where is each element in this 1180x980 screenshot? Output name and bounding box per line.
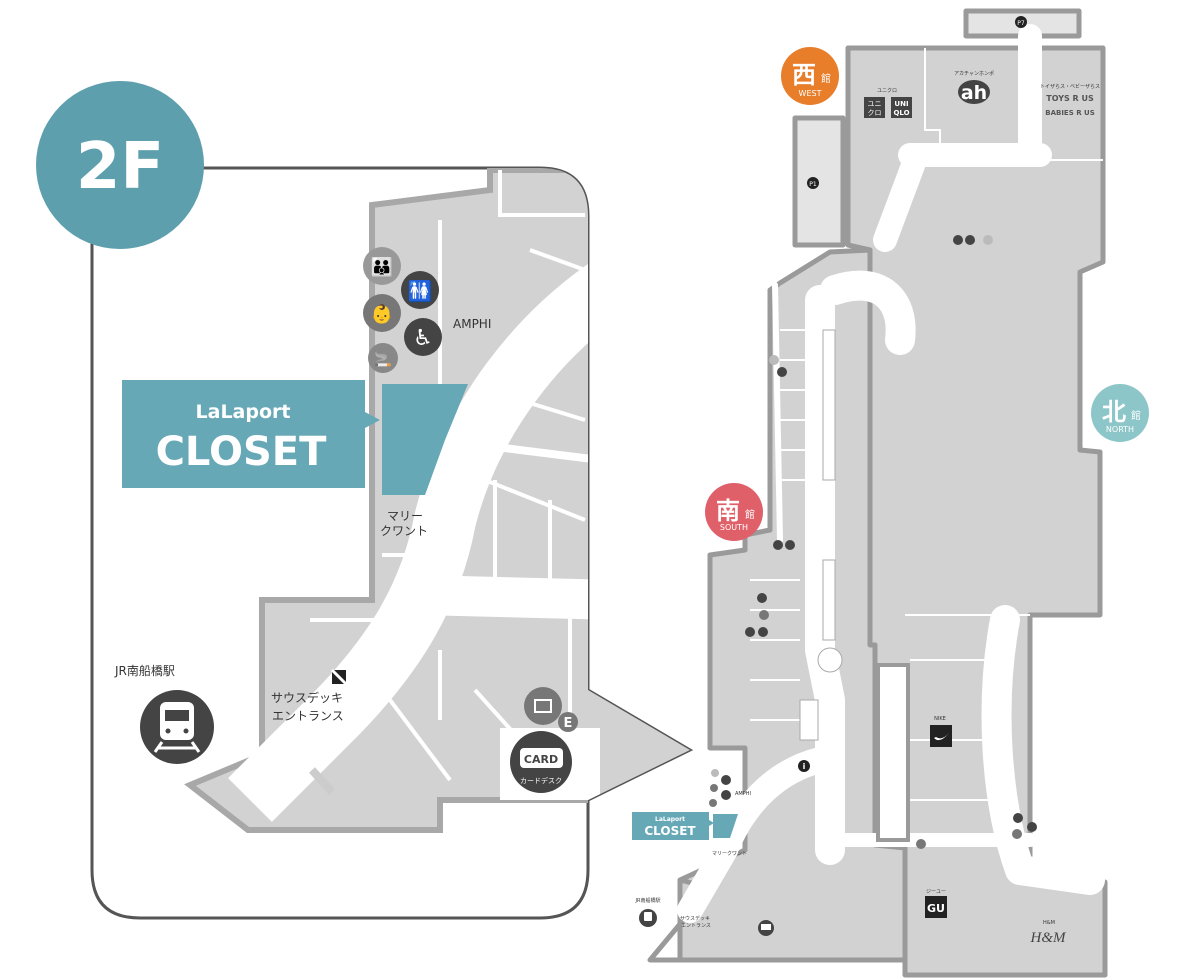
closet-banner-line2: CLOSET	[156, 429, 328, 475]
restroom-icon: 🚻	[401, 271, 439, 309]
hm-label: H&M	[1043, 920, 1055, 926]
floor-badge: 2F	[36, 81, 204, 249]
restroom-icon	[745, 593, 769, 637]
info-icon[interactable]: i	[798, 760, 810, 772]
gu-logo[interactable]: GU	[925, 896, 947, 918]
mini-train-icon[interactable]	[639, 909, 657, 927]
smoking-area-icon: 🚬	[368, 343, 398, 373]
corridor-west	[873, 24, 1052, 252]
svg-text:E: E	[564, 716, 573, 731]
svg-text:2F: 2F	[76, 130, 164, 204]
family-restroom-icon: 👪	[363, 247, 401, 285]
svg-text:WEST: WEST	[799, 89, 822, 98]
akachan-kana: アカチャンホンポ	[954, 70, 994, 77]
mini-closet-banner[interactable]: LaLaport CLOSET	[632, 812, 714, 840]
closet-banner[interactable]: LaLaport CLOSET	[122, 380, 380, 488]
atm-icon	[524, 687, 562, 725]
card-desk-label: カードデスク	[520, 776, 562, 785]
parking-p1[interactable]	[792, 115, 846, 248]
svg-text:UNI: UNI	[894, 100, 908, 108]
svg-text:クロ: クロ	[868, 109, 882, 117]
inset-corridor-main	[228, 253, 637, 822]
corridor-loop	[820, 270, 916, 355]
svg-text:西: 西	[792, 61, 816, 89]
restroom-icon	[916, 813, 1037, 849]
svg-text:LaLaport: LaLaport	[655, 816, 685, 823]
west-wing-badge: 西 館 WEST	[781, 47, 839, 105]
svg-text:ah: ah	[961, 82, 987, 104]
svg-text:館: 館	[821, 72, 831, 85]
corridor-north-south	[981, 605, 1105, 895]
toys-logo[interactable]: TOYS R US	[1046, 94, 1094, 103]
svg-text:GU: GU	[927, 902, 945, 915]
e-badge: E	[558, 712, 578, 732]
inset-corridor-cross	[419, 575, 621, 620]
svg-text:P1: P1	[809, 181, 817, 188]
parking-p1-icon: P1	[807, 177, 819, 189]
facility-icons-mini	[709, 769, 731, 807]
mary-quant-label-1: マリー	[387, 509, 423, 523]
inset-map: LaLaport CLOSET 👪 🚻 👶 ♿ 🚬 AMPHI マリー クワント…	[90, 166, 694, 920]
nike-logo[interactable]	[930, 725, 952, 747]
svg-text:i: i	[803, 762, 806, 771]
mini-deck-label-1: サウスデッキ	[680, 915, 710, 922]
north-wing-badge: 北 館 NORTH	[1091, 384, 1149, 442]
amphi-label: AMPHI	[453, 317, 491, 331]
akachan-logo[interactable]: ah	[958, 80, 990, 104]
mini-mary-label: マリークワント	[712, 851, 747, 857]
svg-text:CLOSET: CLOSET	[644, 824, 696, 838]
card-desk-icon[interactable]: CARD カードデスク	[510, 731, 572, 793]
mini-closet-store[interactable]	[713, 814, 738, 838]
svg-text:👶: 👶	[371, 303, 393, 325]
overview-map: ユニクロ ユニ クロ UNI QLO アカチャンホンポ ah トイザらス・ベビー…	[632, 8, 1108, 978]
svg-text:🚻: 🚻	[408, 279, 433, 303]
nike-label: NIKE	[934, 716, 946, 722]
svg-text:QLO: QLO	[893, 109, 909, 117]
svg-text:CARD: CARD	[524, 753, 558, 766]
svg-text:🚬: 🚬	[374, 351, 391, 368]
mini-amphi-label: AMPHI	[735, 791, 751, 797]
restroom-icon	[953, 235, 993, 245]
corridor-spine	[805, 285, 845, 865]
svg-text:館: 館	[745, 508, 755, 521]
uniqlo-logo[interactable]: ユニ クロ UNI QLO	[864, 97, 912, 118]
gu-kana: ジーユー	[926, 889, 946, 895]
south-deck-label-2: エントランス	[272, 709, 344, 723]
station-label: JR南船橋駅	[114, 663, 175, 678]
south-wing-badge: 南 館 SOUTH	[705, 483, 763, 541]
baby-room-icon: 👶	[363, 294, 401, 332]
babies-logo[interactable]: BABIES R US	[1045, 109, 1095, 117]
parking-p7-icon: P7	[1015, 16, 1027, 28]
wheelchair-icon: ♿	[404, 318, 442, 356]
train-icon[interactable]	[140, 690, 214, 764]
svg-text:SOUTH: SOUTH	[720, 523, 748, 532]
mini-station-label: JR南船橋駅	[635, 897, 661, 904]
svg-text:NORTH: NORTH	[1106, 425, 1134, 434]
svg-text:♿: ♿	[413, 326, 433, 351]
mini-deck-label-2: エントランス	[681, 923, 711, 929]
mini-card-desk-icon[interactable]	[758, 920, 774, 936]
svg-text:ユニ: ユニ	[868, 100, 882, 108]
restroom-icon	[769, 355, 795, 550]
hm-logo[interactable]: H&M	[1030, 930, 1068, 946]
closet-banner-line1: LaLaport	[196, 401, 291, 423]
svg-text:P7: P7	[1017, 20, 1025, 27]
svg-text:北: 北	[1102, 398, 1126, 426]
south-deck-label-1: サウスデッキ	[271, 690, 343, 705]
mary-quant-label-2: クワント	[380, 524, 428, 538]
toys-kana: トイザらス・ベビーザらス	[1040, 83, 1100, 90]
svg-text:南: 南	[716, 497, 740, 525]
svg-text:👪: 👪	[371, 256, 393, 278]
svg-text:館: 館	[1131, 409, 1141, 422]
uniqlo-kana: ユニクロ	[877, 88, 897, 94]
entrance-icon	[330, 668, 348, 686]
closet-store-area[interactable]	[382, 384, 468, 495]
